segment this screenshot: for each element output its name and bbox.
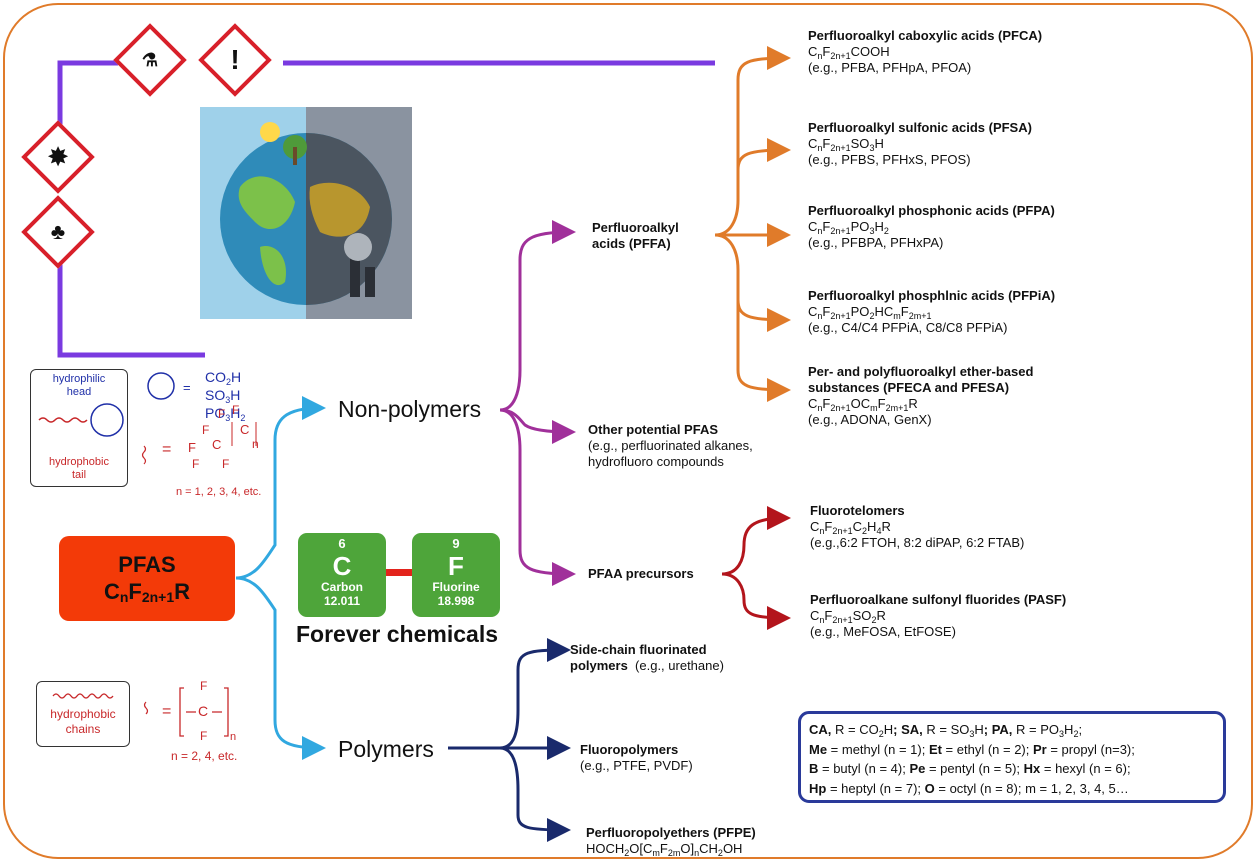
svg-text:C: C bbox=[212, 437, 221, 452]
polymers-label: Polymers bbox=[338, 736, 434, 762]
pfas-formula: CnF2n+1R bbox=[103, 579, 191, 605]
pfsa-entry: Perfluoroalkyl sulfonic acids (PFSA) CnF… bbox=[808, 120, 1032, 167]
pasf-formula: CnF2n+1SO2R bbox=[810, 608, 886, 625]
pfpia-entry: Perfluoroalkyl phosphlnic acids (PFPiA) … bbox=[808, 288, 1056, 335]
head-group-co2h: CO2H bbox=[205, 369, 242, 387]
pfca-entry: Perfluoroalkyl caboxylic acids (PFCA) Cn… bbox=[808, 28, 1043, 75]
legend-line-1: CA, R = CO2H; SA, R = SO3H; PA, R = PO3H… bbox=[809, 722, 1083, 739]
fluorotelomer-formula: CnF2n+1C2H4R bbox=[810, 519, 891, 536]
pfca-formula: CnF2n+1COOH bbox=[808, 44, 890, 61]
svg-text:C: C bbox=[240, 422, 249, 437]
svg-text:=: = bbox=[162, 441, 171, 458]
pfas-box: PFAS CnF2n+1R bbox=[59, 536, 235, 621]
forever-chemicals-label: Forever chemicals bbox=[296, 621, 499, 647]
fluoropolymers-entry: Fluoropolymers (e.g., PTFE, PVDF) bbox=[580, 742, 693, 773]
head-group-po3h2: PO3H2 bbox=[205, 405, 246, 423]
svg-text:C: C bbox=[198, 703, 208, 719]
svg-text:=: = bbox=[162, 703, 171, 720]
svg-text:F: F bbox=[188, 440, 196, 455]
pfas-title: PFAS bbox=[118, 552, 176, 577]
pfpia-formula: CnF2n+1PO2HCmF2m+1 bbox=[808, 304, 932, 321]
svg-text:F: F bbox=[222, 457, 229, 471]
svg-text:n: n bbox=[252, 437, 259, 451]
pfpe-formula: HOCH2O[CmF2mO]nCH2OH bbox=[586, 841, 743, 858]
earth-pollution-image bbox=[200, 107, 412, 319]
ether-based-entry: Per- and polyfluoroalkyl ether-based sub… bbox=[808, 364, 1034, 427]
svg-text:n: n bbox=[230, 731, 236, 743]
polymer-repeat-unit-icon: = F C F n bbox=[143, 679, 236, 743]
head-circle-icon bbox=[147, 372, 175, 400]
pfpa-entry: Perfluoroalkyl phosphonic acids (PFPA) C… bbox=[808, 203, 1055, 250]
head-groups: CO2H SO3H PO3H2 bbox=[205, 368, 246, 423]
svg-text:F: F bbox=[218, 407, 225, 421]
chain-n-values: n = 2, 4, etc. bbox=[171, 749, 238, 763]
svg-text:F: F bbox=[232, 404, 239, 417]
abbreviation-legend: CA, R = CO2H; SA, R = SO3H; PA, R = PO3H… bbox=[798, 711, 1226, 803]
svg-text:F: F bbox=[200, 729, 207, 743]
pasf-entry: Perfluoroalkane sulfonyl fluorides (PASF… bbox=[810, 592, 1067, 639]
legend-line-2: Me = methyl (n = 1); Et = ethyl (n = 2);… bbox=[809, 741, 1135, 757]
svg-text:F: F bbox=[200, 679, 207, 693]
diagram-frame bbox=[3, 3, 1253, 859]
svg-text:F: F bbox=[202, 423, 209, 437]
legend-line-4: Hp = heptyl (n = 7); O = octyl (n = 8); … bbox=[809, 780, 1129, 796]
other-pfas-label: Other potential PFAS(e.g., perfluorinate… bbox=[588, 422, 753, 469]
pfpa-formula: CnF2n+1PO3H2 bbox=[808, 219, 889, 236]
svg-text:F: F bbox=[192, 457, 199, 471]
ether-formula: CnF2n+1OCmF2m+1R bbox=[808, 396, 918, 413]
carbon-element-tile: 6 C Carbon 12.011 bbox=[298, 533, 386, 617]
legend-line-3: B = butyl (n = 4); Pe = pentyl (n = 5); … bbox=[809, 761, 1131, 776]
pfpe-entry: Perfluoropolyethers (PFPE) HOCH2O[CmF2mO… bbox=[586, 825, 756, 858]
head-group-so3h: SO3H bbox=[205, 387, 241, 405]
side-chain-polymers-entry: Side-chain fluorinated polymers (e.g., u… bbox=[570, 642, 724, 673]
non-polymers-label: Non-polymers bbox=[338, 396, 482, 422]
fluorine-element-tile: 9 F Fluorine 18.998 bbox=[412, 533, 500, 617]
fluorotelomers-entry: Fluorotelomers CnF2n+1C2H4R (e.g.,6:2 FT… bbox=[810, 503, 1025, 550]
tail-n-values: n = 1, 2, 3, 4, etc. bbox=[176, 486, 262, 498]
pfaa-precursors-label: PFAA precursors bbox=[588, 566, 694, 581]
pfsa-formula: CnF2n+1SO3H bbox=[808, 136, 884, 153]
tail-structure-icon: = F F C F F C F F n bbox=[141, 404, 259, 471]
